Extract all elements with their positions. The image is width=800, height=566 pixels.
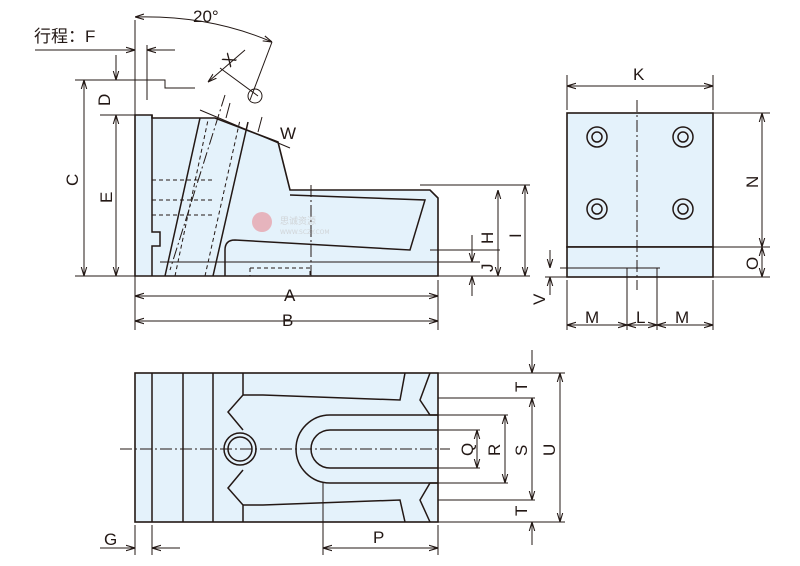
side-view — [545, 75, 770, 330]
watermark-logo: 思诚资源 WWW.SCZY.COM — [252, 212, 330, 236]
dimension-labels: 行程：F 20° X D C E W H I J A B K N O V M L… — [34, 7, 762, 549]
label-s: S — [512, 445, 531, 456]
label-l: L — [636, 308, 645, 327]
label-e: E — [97, 192, 116, 203]
label-q: Q — [458, 443, 477, 456]
label-b: B — [282, 311, 293, 330]
label-m-left: M — [585, 308, 599, 327]
label-t-bottom: T — [512, 506, 531, 516]
watermark-url: WWW.SCZY.COM — [280, 229, 330, 236]
label-c: C — [63, 174, 82, 186]
label-p: P — [373, 528, 384, 547]
label-t-top: T — [512, 382, 531, 392]
label-g: G — [104, 530, 117, 549]
label-n: N — [743, 176, 762, 188]
label-stroke-f: 行程：F — [34, 27, 95, 46]
watermark-name: 思诚资源 — [280, 215, 316, 227]
label-j: J — [478, 264, 497, 273]
label-h: H — [478, 232, 497, 244]
front-dimensions — [35, 17, 530, 330]
label-r: R — [485, 444, 504, 456]
label-w: W — [280, 124, 296, 143]
label-i: I — [506, 233, 525, 238]
label-d: D — [95, 94, 114, 106]
top-view — [100, 350, 565, 555]
label-o: O — [743, 257, 762, 270]
label-k: K — [633, 65, 645, 84]
label-u: U — [540, 444, 559, 456]
front-view — [134, 94, 439, 277]
label-a: A — [284, 286, 296, 305]
label-x: X — [219, 50, 241, 71]
label-v: V — [530, 293, 549, 305]
bolt-holes — [586, 126, 694, 220]
label-m-right: M — [675, 308, 689, 327]
label-angle: 20° — [193, 7, 219, 26]
